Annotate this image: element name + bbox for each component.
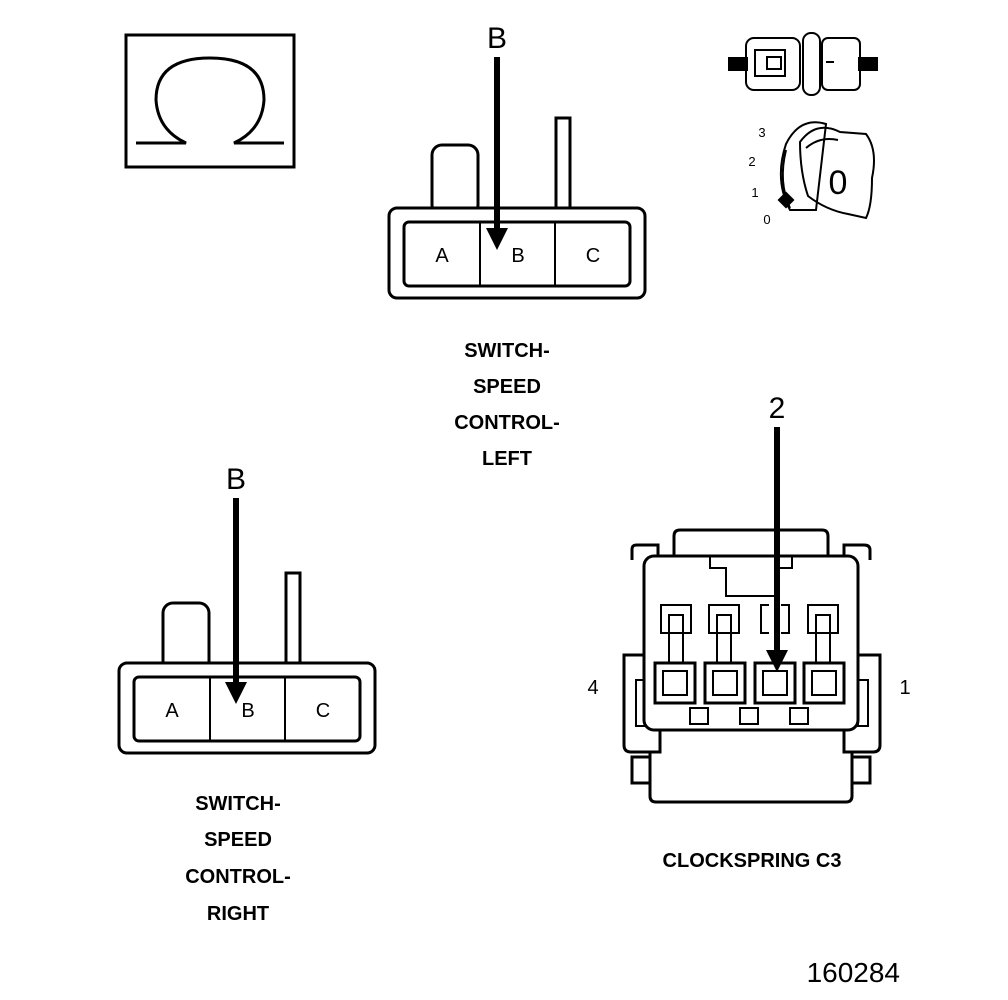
- key-scale-1: 1: [751, 185, 758, 200]
- clockspring-callout-arrow: [766, 427, 788, 672]
- cavity-2: [753, 661, 797, 705]
- right-pin-b: B: [241, 700, 254, 722]
- cavity-4: [653, 661, 697, 705]
- right-switch-connector: A B C: [117, 571, 377, 755]
- left-switch-connector: A B C: [387, 116, 647, 300]
- ignition-key-icon: 0 3 2 1 0: [748, 121, 875, 227]
- right-pin-c: C: [316, 700, 330, 722]
- left-title-line-3: CONTROL-: [454, 412, 560, 434]
- key-scale-0: 0: [763, 212, 770, 227]
- clockspring-title: CLOCKSPRING C3: [663, 850, 842, 872]
- left-callout-label: B: [487, 22, 507, 55]
- right-pin-a: A: [165, 700, 179, 722]
- clockspring-callout-label: 2: [769, 392, 786, 425]
- left-title-line-1: SWITCH-: [464, 340, 550, 362]
- left-pin-a: A: [435, 245, 449, 267]
- left-pin-b: B: [511, 245, 524, 267]
- key-scale-2: 2: [748, 154, 755, 169]
- figure-number: 160284: [807, 957, 900, 988]
- right-callout-label: B: [226, 463, 246, 496]
- left-callout-arrow: [486, 57, 508, 250]
- cavity-3: [703, 661, 747, 705]
- clockspring-end-label-left: 4: [587, 677, 598, 699]
- key-position-digit: 0: [829, 164, 848, 202]
- right-title-line-2: SPEED: [204, 829, 272, 851]
- cavity-1: [802, 661, 846, 705]
- clockspring-connector: [622, 528, 882, 804]
- clockspring-end-label-right: 1: [899, 677, 910, 699]
- right-switch-title: SWITCH- SPEED CONTROL- RIGHT: [185, 793, 291, 925]
- left-pin-c: C: [586, 245, 600, 267]
- omega-icon: [124, 33, 296, 169]
- right-title-line-1: SWITCH-: [195, 793, 281, 815]
- left-title-line-4: LEFT: [482, 448, 532, 470]
- right-callout-arrow: [225, 498, 247, 704]
- connector-sideview-icon: [728, 32, 878, 96]
- left-title-line-2: SPEED: [473, 376, 541, 398]
- key-scale-3: 3: [758, 125, 765, 140]
- right-title-line-4: RIGHT: [207, 903, 269, 925]
- right-title-line-3: CONTROL-: [185, 866, 291, 888]
- left-switch-title: SWITCH- SPEED CONTROL- LEFT: [454, 340, 560, 470]
